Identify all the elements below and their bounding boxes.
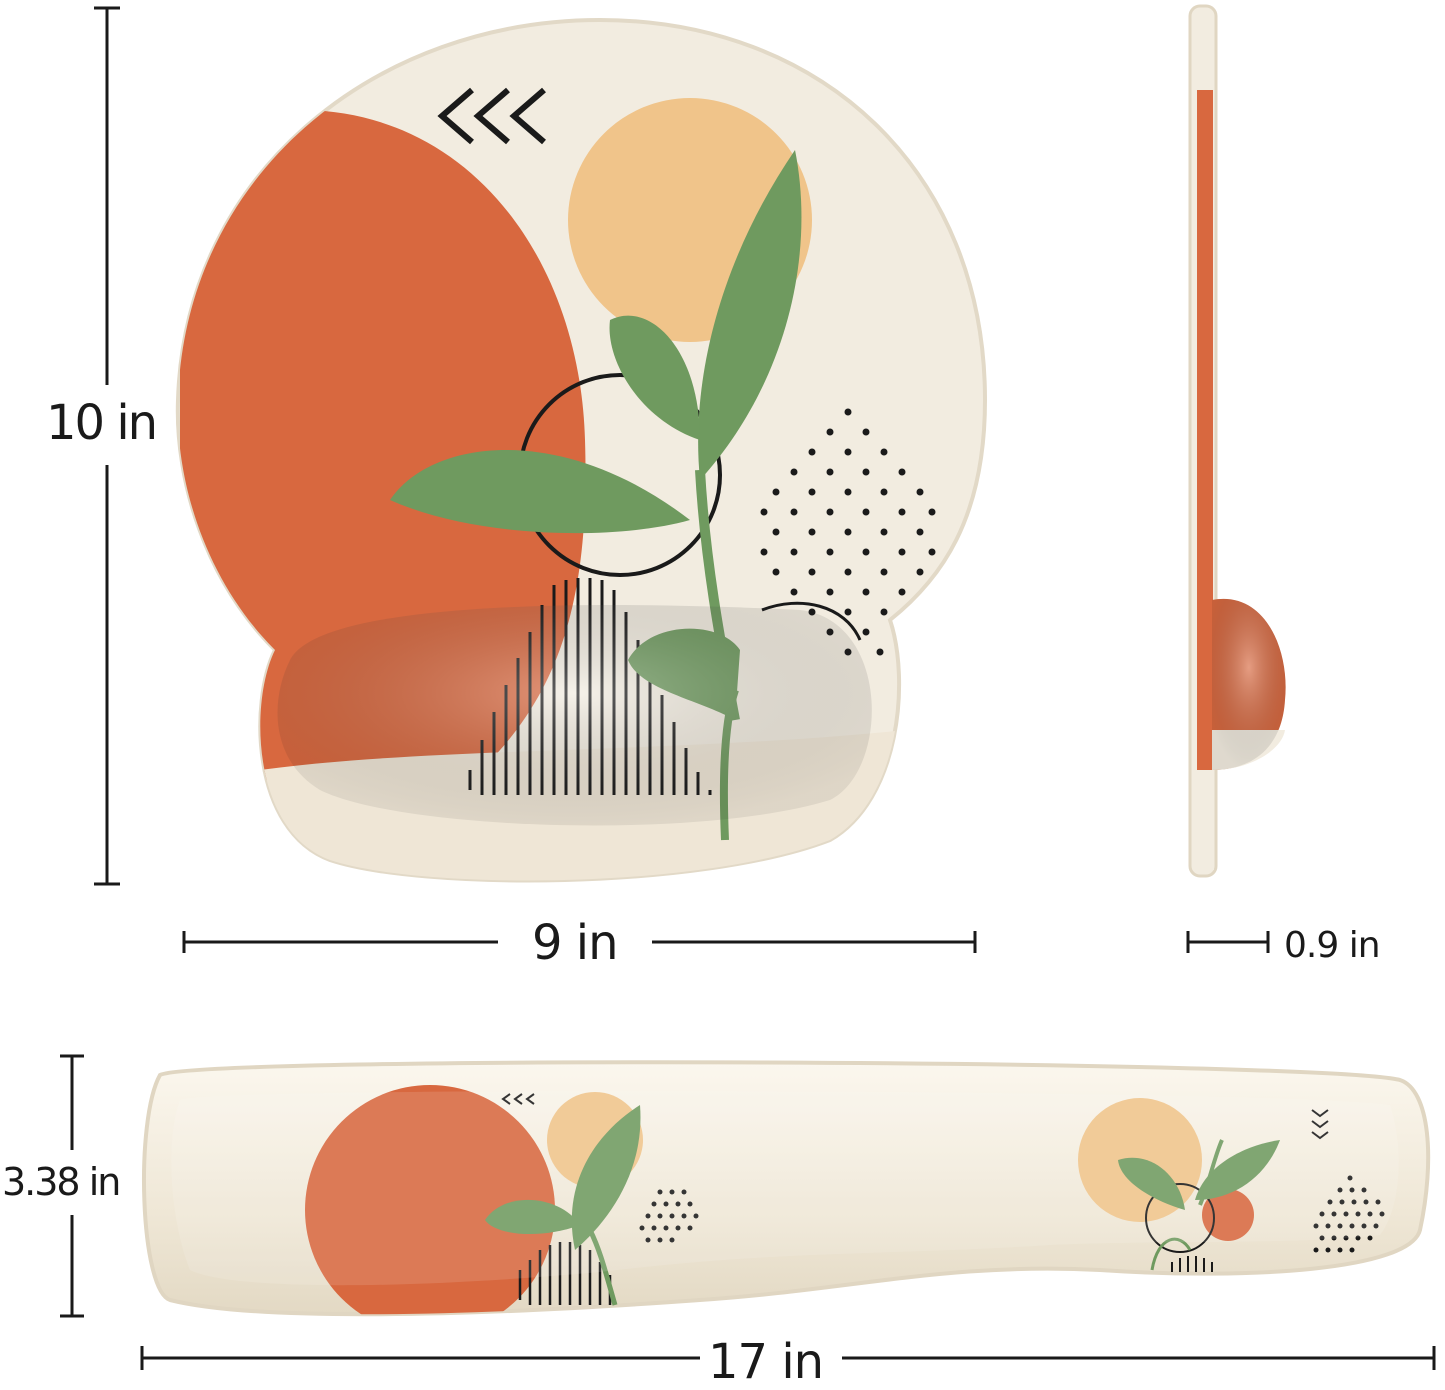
chevron-left-icon xyxy=(437,87,546,145)
wrist-rest-length-label: 17 in xyxy=(708,1334,824,1390)
keyboard-wrist-rest xyxy=(141,1060,1431,1317)
width-dimension-line xyxy=(182,931,977,953)
chevron-down-icon xyxy=(1311,1109,1329,1140)
depth-dimension-line xyxy=(60,1054,84,1318)
thickness-label: 0.9 in xyxy=(1284,925,1381,966)
width-label: 9 in xyxy=(532,915,619,971)
wrist-rest-depth-label: 3.38 in xyxy=(2,1160,121,1204)
length-dimension-line xyxy=(140,1346,1436,1370)
mouse-pad-top-view xyxy=(175,17,988,883)
small-chevron-left-icon xyxy=(501,1093,535,1105)
height-label: 10 in xyxy=(46,395,158,451)
height-dimension-line xyxy=(94,6,120,886)
thickness-dimension-line xyxy=(1186,931,1270,953)
dot-pattern xyxy=(760,408,936,656)
mouse-pad-side-view xyxy=(1188,4,1286,878)
